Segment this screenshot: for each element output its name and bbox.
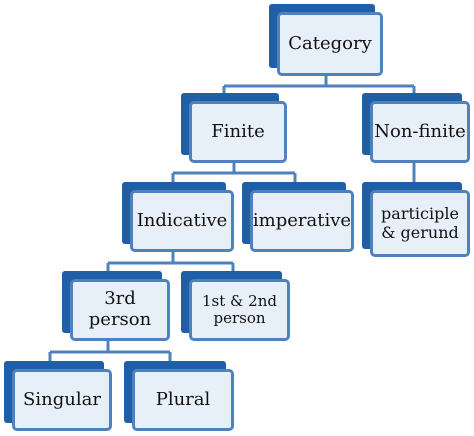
node-imperative: imperative xyxy=(242,182,354,252)
node-label: Indicative xyxy=(130,190,234,252)
connector-finite xyxy=(171,160,297,182)
node-category: Category xyxy=(269,4,383,76)
connector-indicative xyxy=(106,249,235,271)
node-label: participle & gerund xyxy=(370,190,470,257)
node-plural: Plural xyxy=(124,361,234,431)
node-singular: Singular xyxy=(4,361,112,431)
node-label: 3rd person xyxy=(70,279,170,341)
node-non-finite: Non-finite xyxy=(362,93,470,163)
node-label: Non-finite xyxy=(370,101,470,163)
node-label: Category xyxy=(277,12,383,76)
node-label: 1st & 2nd person xyxy=(189,279,290,341)
node-indicative: Indicative xyxy=(122,182,234,252)
node-label: Finite xyxy=(189,101,287,163)
node-participle-gerund: participle & gerund xyxy=(362,182,470,257)
node-finite: Finite xyxy=(181,93,287,163)
node-first-second-person: 1st & 2nd person xyxy=(181,271,290,341)
node-label: Singular xyxy=(12,369,112,431)
node-third-person: 3rd person xyxy=(62,271,170,341)
connector-category xyxy=(222,72,416,93)
connector-third-person xyxy=(48,338,172,361)
node-label: imperative xyxy=(250,190,354,252)
node-label: Plural xyxy=(132,369,234,431)
